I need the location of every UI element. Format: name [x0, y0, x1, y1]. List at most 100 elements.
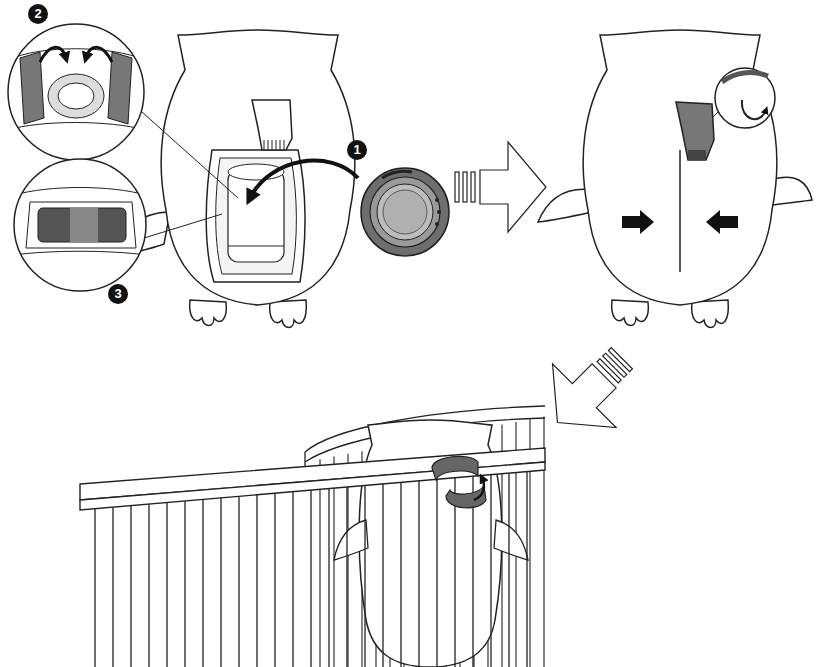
callout-number: 3 — [108, 284, 128, 304]
zoom-inset-strap — [712, 68, 775, 128]
owl-body — [583, 30, 777, 305]
velcro-tab — [276, 140, 277, 150]
zoom-inset-flaps — [40, 47, 66, 62]
crib-bars — [256, 495, 257, 667]
zoom-inset-closed — [26, 202, 136, 248]
crib-bars — [95, 472, 527, 667]
crib-bars — [400, 482, 401, 667]
zoom-inset-strap — [742, 100, 766, 119]
crib-bars — [274, 493, 275, 667]
crib-bars — [94, 509, 95, 667]
velcro-tab — [272, 140, 273, 150]
crib-rail — [80, 448, 545, 510]
press-arrow — [706, 210, 738, 234]
zoom-inset-flaps — [8, 24, 144, 160]
zoom-inset-flaps — [48, 74, 104, 118]
owl-feet — [270, 300, 307, 328]
crib-bars — [130, 506, 131, 667]
zoom-inset-closed — [14, 188, 146, 256]
zoom-inset-flaps — [20, 52, 44, 124]
step-arrow — [471, 172, 475, 202]
crib-bars — [202, 499, 203, 667]
owl-feet — [692, 300, 729, 328]
owl-body — [494, 520, 528, 560]
owl-body — [161, 30, 355, 305]
crib-bars — [382, 484, 383, 667]
zoom-inset-flaps — [58, 83, 94, 109]
step-arrow — [526, 344, 636, 454]
insert-arrow — [250, 161, 358, 198]
crib-bars — [292, 492, 293, 667]
camera-unit — [377, 184, 433, 240]
camera-unit — [361, 168, 449, 256]
velcro-tab — [252, 100, 292, 150]
callout-number: 2 — [28, 4, 48, 24]
zoom-inset-strap — [712, 112, 718, 118]
crib-bars — [364, 485, 365, 667]
velcro-tab — [268, 140, 269, 150]
crib-bars — [526, 472, 527, 667]
closed-slit — [679, 150, 681, 272]
camera-unit — [370, 177, 440, 247]
zoom-inset-closed — [38, 208, 126, 242]
insert-arrow — [250, 161, 358, 198]
crib-bars — [328, 489, 329, 667]
crib-bars — [166, 503, 167, 667]
velcro-tab — [688, 150, 706, 160]
zoom-inset-closed — [14, 159, 146, 291]
crib-bars — [346, 487, 347, 667]
camera-unit — [435, 198, 439, 202]
crib-bars — [508, 473, 509, 667]
crib-bars — [238, 496, 239, 667]
crib-bars — [310, 490, 311, 667]
zoom-inset-strap — [715, 68, 775, 128]
crib-bars — [112, 507, 113, 667]
pocket-opening — [206, 150, 305, 282]
step-arrow — [480, 142, 546, 232]
step-arrow — [455, 142, 546, 232]
velcro-strap — [432, 456, 478, 480]
zoom-leader — [144, 214, 222, 238]
velcro-tab — [252, 100, 292, 150]
camera-unit — [361, 168, 449, 256]
camera-unit — [382, 171, 412, 178]
zoom-inset-flaps — [108, 52, 132, 124]
zoom-leader — [142, 112, 238, 198]
pocket-opening — [228, 170, 284, 262]
zoom-inset-closed — [14, 251, 146, 255]
owl-feet — [190, 300, 227, 326]
owl-body — [583, 30, 777, 305]
press-arrow — [622, 210, 654, 234]
zoom-inset-strap — [722, 73, 768, 82]
callout-number: 1 — [347, 140, 367, 160]
velcro-tab — [676, 102, 714, 160]
zoom-inset-flaps — [8, 47, 145, 130]
zoom-inset-closed — [14, 159, 146, 291]
velcro-strap — [432, 456, 486, 508]
velcro-tab — [284, 140, 285, 150]
camera-unit — [435, 222, 439, 226]
velcro-tab — [280, 140, 281, 150]
owl-feet — [612, 300, 649, 326]
zoom-inset-closed — [70, 208, 98, 242]
velcro-tab — [676, 102, 714, 160]
closed-slit — [680, 150, 681, 272]
velcro-tab — [264, 140, 284, 150]
owl-body — [334, 520, 368, 560]
step-arrow — [463, 172, 467, 202]
press-arrow — [622, 210, 738, 234]
pocket-opening — [216, 158, 297, 274]
zoom-inset-flaps — [8, 123, 145, 131]
step-arrow — [526, 326, 654, 454]
zoom-leader — [142, 112, 238, 238]
crib-bars — [319, 459, 320, 667]
pocket-opening — [228, 246, 284, 247]
crib-bars — [184, 501, 185, 667]
camera-unit — [437, 210, 441, 214]
crib-bars — [436, 479, 437, 667]
crib-bars — [148, 504, 149, 667]
velcro-strap — [474, 478, 484, 500]
